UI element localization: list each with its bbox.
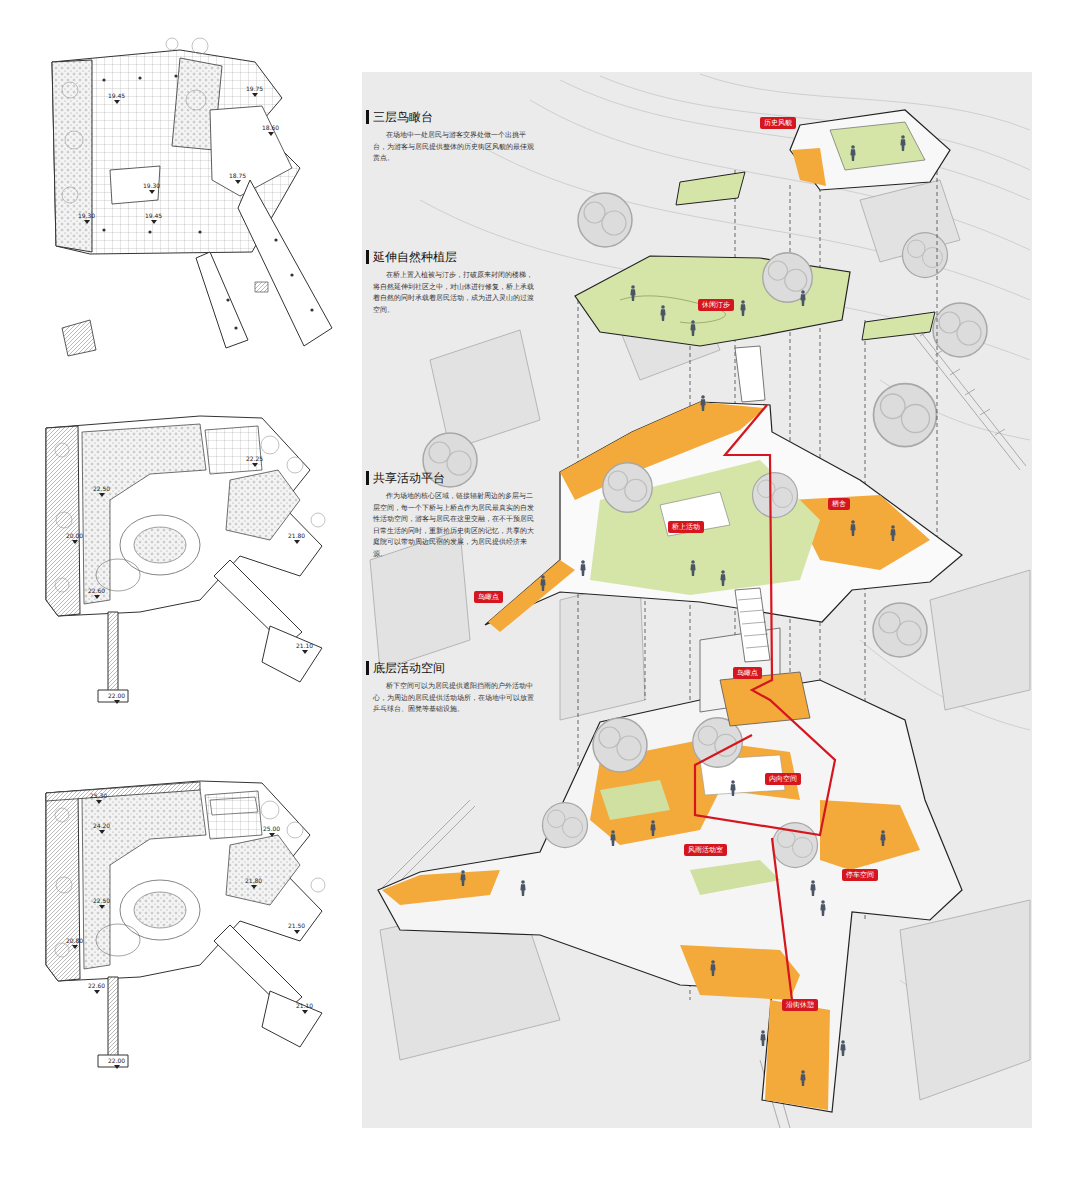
elevation-label: 21.10 bbox=[296, 1002, 313, 1009]
elevation-marker bbox=[94, 990, 100, 994]
elevation-marker bbox=[302, 1010, 308, 1014]
elevation-label: 21.80 bbox=[288, 532, 305, 539]
elevation-marker bbox=[149, 190, 155, 194]
elevation-label: 22.00 bbox=[108, 692, 125, 699]
elevation-marker bbox=[94, 595, 100, 599]
tag-label: 桥上活动 bbox=[668, 521, 704, 533]
callout-tag: 鸟瞰点 bbox=[474, 591, 503, 603]
elevation-marker bbox=[151, 220, 157, 224]
elevation-label: 22.60 bbox=[88, 587, 105, 594]
elevation-label: 20.00 bbox=[66, 532, 83, 539]
callout-tag: 沿街休憩 bbox=[782, 999, 818, 1011]
elevation-marker bbox=[99, 493, 105, 497]
elevation-label: 21.50 bbox=[288, 922, 305, 929]
elevation-label: 19.30 bbox=[78, 212, 95, 219]
tag-label: 风雨活动室 bbox=[684, 844, 727, 856]
elevation-label: 18.75 bbox=[229, 172, 246, 179]
elevation-marker bbox=[235, 180, 241, 184]
elevation-marker bbox=[72, 540, 78, 544]
callout-tag: 桥上活动 bbox=[668, 521, 704, 533]
section-heading: 底层活动空间 bbox=[366, 661, 536, 675]
elevation-label: 20.80 bbox=[66, 937, 83, 944]
callout-tag: 风雨活动室 bbox=[684, 844, 727, 856]
elevation-label: 19.30 bbox=[143, 182, 160, 189]
elevation-marker bbox=[84, 220, 90, 224]
tag-label: 栖舍 bbox=[828, 498, 850, 510]
section-heading: 延伸自然种植层 bbox=[366, 250, 536, 264]
elevation-label: 19.45 bbox=[145, 212, 162, 219]
elevation-label: 21.80 bbox=[245, 877, 262, 884]
section-heading-block: 延伸自然种植层在桥上置入植被与汀步，打破原来封闭的楼梯，将自然延伸到社区之中，对… bbox=[366, 250, 536, 316]
elevation-marker bbox=[302, 650, 308, 654]
tag-label: 内向空间 bbox=[765, 773, 801, 785]
section-body: 在场地中一处居民与游客交界处做一个出挑平台，为游客与居民提供整体的历史街区风貌的… bbox=[366, 130, 536, 165]
tag-label: 历史风貌 bbox=[760, 117, 796, 129]
elevation-marker bbox=[99, 905, 105, 909]
elevation-marker bbox=[114, 700, 120, 704]
elevation-label: 21.10 bbox=[296, 642, 313, 649]
section-body: 在桥上置入植被与汀步，打破原来封闭的楼梯，将自然延伸到社区之中，对山体进行修复，… bbox=[366, 270, 536, 316]
elevation-marker bbox=[114, 1065, 120, 1069]
elevation-label: 19.75 bbox=[246, 85, 263, 92]
elevation-label: 19.45 bbox=[108, 92, 125, 99]
elevation-marker bbox=[294, 540, 300, 544]
elevation-label: 22.50 bbox=[93, 897, 110, 904]
section-heading-block: 底层活动空间桥下空间可以为居民提供遮阳挡雨的户外活动中心，为周边的居民提供活动场… bbox=[366, 661, 536, 716]
elevation-marker bbox=[96, 800, 102, 804]
elevation-label: 22.60 bbox=[88, 982, 105, 989]
elevation-label: 24.20 bbox=[93, 822, 110, 829]
elevation-marker bbox=[294, 930, 300, 934]
section-heading-block: 共享活动平台作为场地的核心区域，链接辐射周边的多层与二层空间，每一个下桥与上桥点… bbox=[366, 471, 536, 560]
tag-label: 沿街休憩 bbox=[782, 999, 818, 1011]
section-heading: 共享活动平台 bbox=[366, 471, 536, 485]
callout-tag: 休闲汀步 bbox=[698, 299, 734, 311]
section-body: 作为场地的核心区域，链接辐射周边的多层与二层空间，每一个下桥与上桥点作为居民最真… bbox=[366, 491, 536, 560]
plan-one bbox=[52, 38, 332, 356]
tag-label: 停车空间 bbox=[842, 869, 878, 881]
plan-three bbox=[46, 781, 325, 1067]
elevation-label: 22.25 bbox=[246, 455, 263, 462]
callout-tag: 内向空间 bbox=[765, 773, 801, 785]
elevation-label: 25.00 bbox=[263, 825, 280, 832]
elevation-marker bbox=[269, 833, 275, 837]
elevation-label: 22.00 bbox=[108, 1057, 125, 1064]
tag-label: 鸟瞰点 bbox=[733, 667, 762, 679]
elevation-label: 25.30 bbox=[90, 792, 107, 799]
tag-label: 休闲汀步 bbox=[698, 299, 734, 311]
callout-tag: 栖舍 bbox=[828, 498, 850, 510]
axonometric-illustration bbox=[362, 72, 1032, 1128]
elevation-label: 18.60 bbox=[262, 124, 279, 131]
elevation-marker bbox=[114, 100, 120, 104]
elevation-label: 22.50 bbox=[93, 485, 110, 492]
elevation-marker bbox=[72, 945, 78, 949]
elevation-marker bbox=[252, 93, 258, 97]
tag-label: 鸟瞰点 bbox=[474, 591, 503, 603]
elevation-marker bbox=[99, 830, 105, 834]
elevation-marker bbox=[251, 885, 257, 889]
elevation-marker bbox=[268, 132, 274, 136]
section-heading-block: 三层鸟瞰台在场地中一处居民与游客交界处做一个出挑平台，为游客与居民提供整体的历史… bbox=[366, 110, 536, 165]
elevation-marker bbox=[252, 463, 258, 467]
section-heading: 三层鸟瞰台 bbox=[366, 110, 536, 124]
callout-tag: 历史风貌 bbox=[760, 117, 796, 129]
section-body: 桥下空间可以为居民提供遮阳挡雨的户外活动中心，为周边的居民提供活动场所，在场地中… bbox=[366, 681, 536, 716]
callout-tag: 停车空间 bbox=[842, 869, 878, 881]
callout-tag: 鸟瞰点 bbox=[733, 667, 762, 679]
plan-two bbox=[46, 416, 325, 702]
